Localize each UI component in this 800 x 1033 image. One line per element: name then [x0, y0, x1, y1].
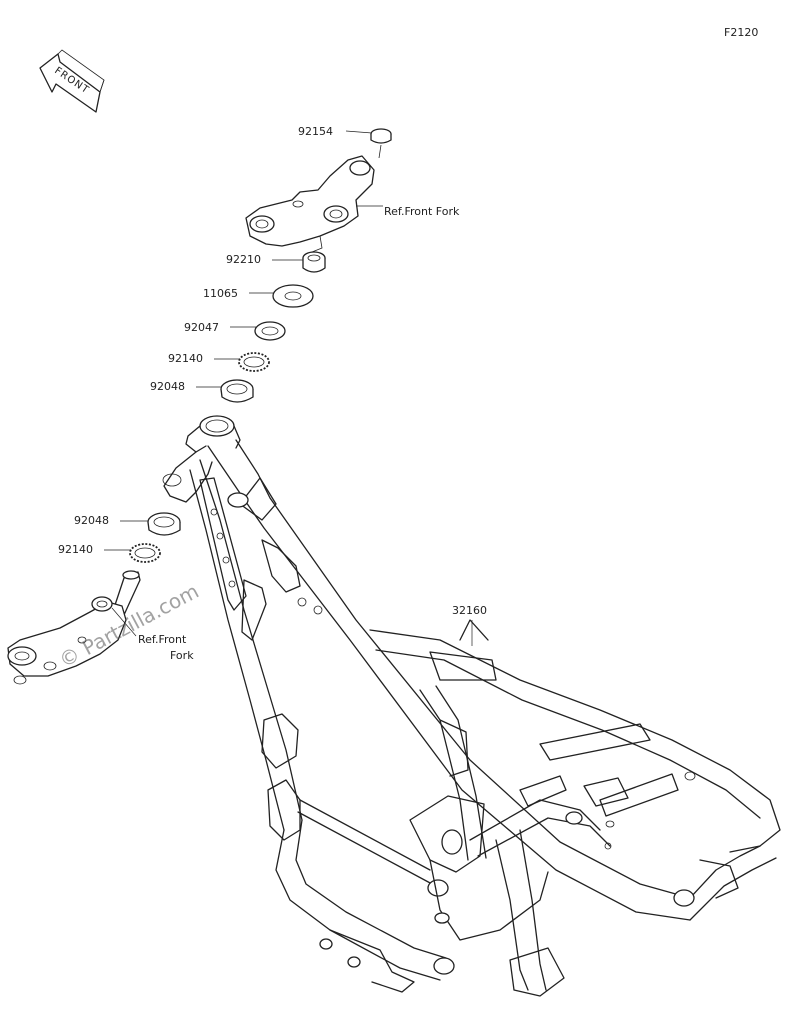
ball-race-92140-upper [238, 352, 270, 372]
callout-32160-frame: 32160 [452, 604, 487, 617]
frame-32160 [162, 415, 781, 997]
figure-code: F2120 [724, 26, 758, 39]
washer-11065 [272, 284, 314, 308]
callout-92047: 92047 [184, 321, 219, 334]
callout-11065: 11065 [203, 287, 238, 300]
upper-triple-clamp [245, 155, 375, 253]
callout-92210: 92210 [226, 253, 261, 266]
callout-92140-lower: 92140 [58, 543, 93, 556]
ref-front-fork-upper: Ref.Front Fork [384, 205, 460, 218]
bearing-race-92048-upper [220, 379, 254, 403]
callout-92154: 92154 [298, 125, 333, 138]
callout-92048-lower: 92048 [74, 514, 109, 527]
callout-92048-upper: 92048 [150, 380, 185, 393]
callout-92140-upper: 92140 [168, 352, 203, 365]
ball-race-92140-lower [129, 543, 161, 563]
front-arrow-icon: FRONT [39, 49, 105, 113]
bearing-race-92048-lower [147, 512, 181, 536]
lower-triple-clamp [7, 570, 141, 685]
nut-92210 [302, 251, 326, 273]
ref-front-fork-lower-line1: Ref.Front [138, 633, 187, 646]
seal-92047 [254, 321, 286, 341]
ref-front-fork-lower-line2: Fork [170, 649, 194, 662]
leader-lines [104, 130, 473, 646]
bolt-92154 [370, 128, 392, 159]
